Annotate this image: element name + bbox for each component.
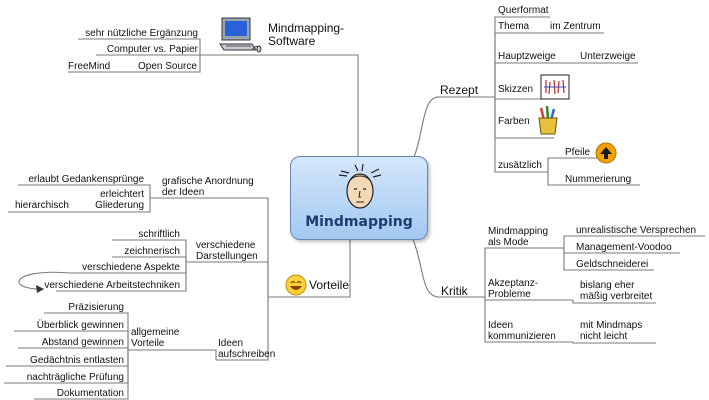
smiley-icon: [285, 274, 307, 296]
darst-zeichnerisch: zeichnerisch: [124, 246, 180, 257]
arrow-up-icon: [595, 142, 617, 164]
thinking-head-icon: [338, 163, 382, 209]
ideen-allgemein: allgemeine Vorteile: [131, 327, 180, 349]
sw-freemind: FreeMind: [68, 61, 111, 72]
darst-arbeitstechniken: verschiedene Arbeitstechniken: [44, 280, 180, 291]
sketch-icon: [540, 74, 570, 100]
vorteile-darstellungen: verschiedene Darstellungen: [196, 240, 258, 262]
darst-schriftlich: schriftlich: [138, 229, 180, 240]
grafisch-hierarchisch: hierarchisch: [15, 200, 69, 211]
center-title: Mindmapping: [305, 214, 413, 230]
rezept-skizzen: Skizzen: [498, 84, 534, 95]
rezept-im-zentrum: im Zentrum: [550, 21, 601, 32]
rezept-pfeile: Pfeile: [565, 147, 591, 158]
branch-rezept: Rezept: [440, 83, 479, 97]
rezept-querformat: Querformat: [498, 5, 549, 16]
ideen-gedaechtnis: Gedächtnis entlasten: [30, 355, 124, 366]
rezept-nummerierung: Nummerierung: [565, 174, 632, 185]
ideen-dokumentation: Dokumentation: [56, 388, 124, 399]
rezept-unterzweige: Unterzweige: [580, 51, 636, 62]
ideen-praezisierung: Präzisierung: [68, 302, 124, 313]
kritik-versprechen: unrealistische Versprechen: [576, 225, 697, 236]
sw-computer-papier: Computer vs. Papier: [106, 44, 198, 55]
vorteile-ideen: Ideen aufschreiben: [218, 338, 276, 360]
kritik-voodoo: Management-Voodoo: [576, 242, 672, 253]
rezept-farben: Farben: [498, 116, 530, 127]
pencil-cup-icon: [538, 105, 558, 135]
ideen-ueberblick: Überblick gewinnen: [36, 320, 124, 331]
grafisch-gliederung: erleichtert Gliederung: [95, 189, 144, 211]
software-title: Mindmapping- Software: [268, 21, 345, 48]
branch-kritik: Kritik: [441, 284, 468, 298]
kritik-mode: Mindmapping als Mode: [488, 226, 549, 248]
ideen-pruefung: nachträgliche Prüfung: [26, 372, 124, 383]
darst-aspekte: verschiedene Aspekte: [82, 262, 180, 273]
sw-open-source: Open Source: [138, 61, 197, 72]
branch-vorteile: Vorteile: [309, 278, 350, 292]
kritik-kommunizieren: Ideen kommunizieren: [488, 320, 556, 342]
kritik-verbreitet: bislang eher mäßig verbreitet: [580, 280, 653, 302]
center-node: Mindmapping: [290, 156, 428, 240]
kritik-akzeptanz: Akzeptanz- Probleme: [488, 278, 539, 300]
computer-icon: [219, 17, 262, 53]
grafisch-gedankenspruenge: erlaubt Gedankensprünge: [28, 174, 144, 185]
ideen-abstand: Abstand gewinnen: [41, 337, 124, 348]
kritik-nicht-leicht: mit Mindmaps nicht leicht: [580, 320, 643, 342]
sw-ergaenzung: sehr nützliche Ergänzung: [85, 28, 198, 39]
rezept-hauptzweige: Hauptzweige: [498, 51, 556, 62]
rezept-zusaetzlich: zusätzlich: [498, 160, 542, 171]
kritik-geldschneiderei: Geldschneiderei: [576, 259, 649, 270]
vorteile-grafisch: grafische Anordnung der Ideen: [162, 176, 254, 198]
rezept-thema: Thema: [498, 21, 530, 32]
